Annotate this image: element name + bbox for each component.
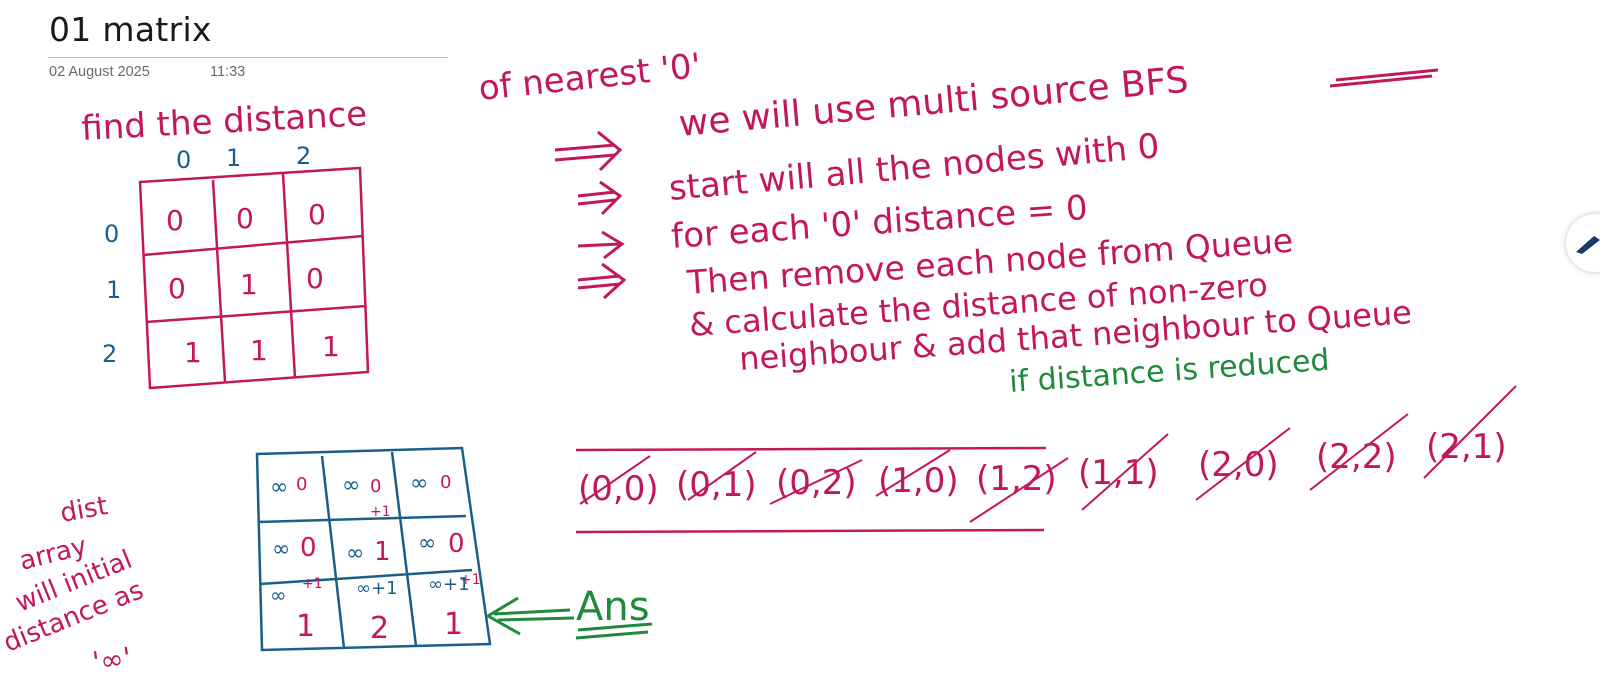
input-cell: 0	[306, 262, 324, 295]
arrow-4-icon	[577, 262, 627, 300]
dist-note-line: dist	[58, 491, 110, 529]
input-cell: 0	[236, 202, 254, 235]
input-grid: 0 1 2 0 1 2 0 0 0 0 1 0 1 1 1	[102, 142, 370, 390]
dist-initial: ∞	[270, 583, 287, 607]
dist-initial: ∞	[346, 541, 364, 566]
dist-final: 1	[374, 537, 391, 567]
dist-initial: ∞	[272, 537, 290, 562]
page-title: 01 matrix	[49, 10, 212, 49]
dist-final: 0	[370, 476, 381, 497]
input-cell: 0	[168, 272, 186, 305]
answer-label: Ans	[576, 584, 650, 630]
input-cell: 0	[308, 198, 326, 231]
dist-initial: ∞+1	[428, 574, 470, 595]
increment-label: +1	[302, 576, 323, 592]
col-header-0: 0	[176, 146, 191, 174]
increment-label: +1	[460, 572, 481, 588]
bfs-queue: (0,0) (0,1) (0,2) (1,0) (1,2) (1,1) (2,0…	[575, 385, 1517, 534]
queue-item: (1,2)	[976, 459, 1057, 499]
problem-line-2: of nearest '0'	[477, 46, 703, 109]
arrow-3-icon	[577, 230, 625, 260]
bfs-underline	[1329, 68, 1439, 88]
dist-initial: ∞	[270, 475, 288, 500]
dist-final: 1	[296, 609, 315, 644]
input-cell: 1	[250, 334, 268, 367]
dist-grid-lines	[255, 446, 492, 652]
dist-initial: ∞	[410, 471, 428, 496]
input-cell: 1	[184, 336, 202, 369]
increment-label: +1	[370, 504, 391, 520]
col-header-2: 2	[296, 142, 311, 170]
processed-strikes	[579, 385, 1517, 523]
dist-final: 1	[444, 607, 463, 642]
dist-initial: ∞	[342, 473, 360, 498]
page-date: 02 August 2025	[49, 64, 150, 80]
dist-final: 2	[370, 611, 389, 646]
answer-underline	[575, 622, 653, 640]
dist-final: 0	[296, 474, 307, 495]
queue-item: (2,2)	[1316, 437, 1397, 477]
pen-icon	[1576, 236, 1600, 254]
input-cell: 0	[166, 204, 184, 237]
input-cell: 1	[240, 268, 258, 301]
dist-initial: ∞	[418, 531, 436, 556]
queue-item: (1,1)	[1078, 453, 1159, 493]
input-cell: 1	[322, 330, 340, 363]
dist-note-line: '∞'	[90, 641, 133, 679]
queue-item: (2,1)	[1426, 427, 1507, 467]
queue-item: (2,0)	[1198, 445, 1279, 485]
dist-array-note: dist array will initial distance as '∞'	[0, 491, 148, 679]
arrow-1-icon	[554, 130, 623, 172]
row-header-2: 2	[102, 340, 117, 368]
row-header-0: 0	[104, 220, 119, 248]
page-time: 11:33	[210, 64, 246, 80]
arrow-2-icon	[577, 180, 623, 216]
step-arrows	[554, 130, 627, 300]
dist-initial: ∞+1	[356, 578, 398, 599]
answer-arrow-icon	[485, 596, 575, 636]
problem-line-1: find the distance	[80, 94, 368, 149]
queue-item: (1,0)	[878, 461, 959, 501]
row-header-1: 1	[106, 276, 121, 304]
dist-final: 0	[300, 533, 317, 563]
dist-final: 0	[448, 529, 465, 559]
col-header-1: 1	[226, 144, 241, 172]
queue-item: (0,0)	[578, 469, 659, 509]
dist-grid: ∞ ∞ ∞ ∞ ∞ ∞ ∞ ∞+1 ∞+1 +1 +1 +1 0 0 0 0 1…	[255, 446, 492, 652]
queue-lines	[575, 446, 1047, 534]
dist-final: 0	[440, 472, 451, 493]
title-divider	[48, 57, 448, 58]
input-grid-lines	[138, 166, 370, 390]
